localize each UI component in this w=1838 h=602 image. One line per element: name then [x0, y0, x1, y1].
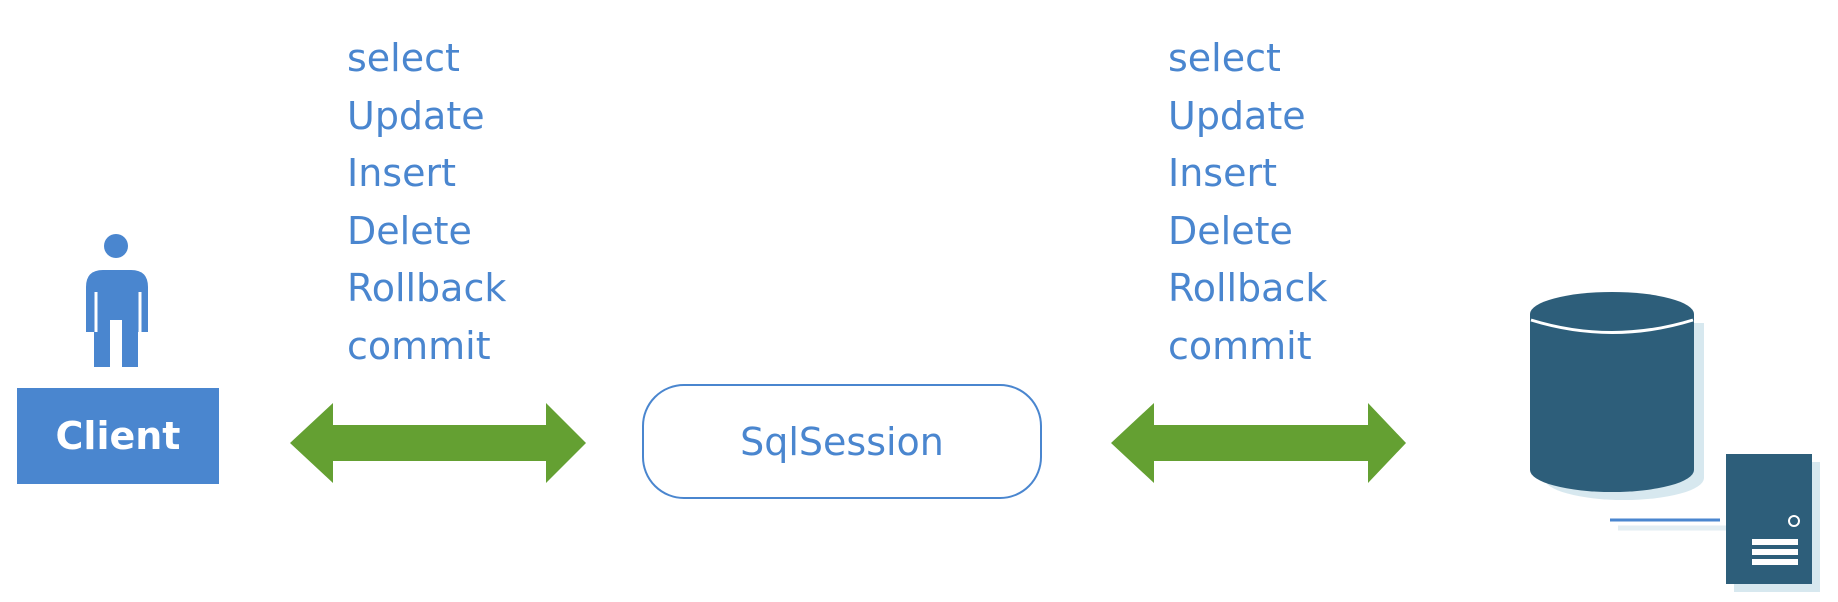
operation-label: Insert	[347, 151, 456, 195]
operation-label: Update	[1168, 93, 1306, 138]
server-drive-slot	[1752, 559, 1798, 565]
sql-session-box: SqlSession	[642, 384, 1042, 499]
client-box: Client	[17, 388, 219, 484]
operation-label: Delete	[347, 208, 472, 253]
client-session-arrow	[290, 403, 586, 483]
server-drive-slot	[1752, 539, 1798, 545]
operation-label: Delete	[1168, 208, 1293, 253]
operation-label: select	[1168, 36, 1281, 80]
person-arm-lines	[94, 292, 142, 332]
database-server-icon	[1530, 292, 1820, 592]
database-cylinder-top	[1530, 292, 1694, 336]
database-operation-list: select Update Insert Delete Rollback com…	[1168, 30, 1327, 375]
operation-label: Insert	[1168, 151, 1277, 195]
database-cylinder-body	[1530, 314, 1694, 492]
person-body	[86, 270, 148, 367]
operation-label: Rollback	[1168, 266, 1328, 310]
operation-label: commit	[1168, 323, 1312, 368]
operation-label: select	[347, 36, 460, 80]
person-head	[104, 234, 128, 258]
server-power-indicator	[1788, 515, 1800, 527]
database-rim-line	[1530, 318, 1694, 334]
person-icon	[86, 234, 148, 367]
operation-label: Update	[347, 93, 485, 138]
server-drive-slot	[1752, 549, 1798, 555]
client-operation-list: select Update Insert Delete Rollback com…	[347, 30, 506, 375]
operation-label: commit	[347, 323, 491, 368]
operation-label: Rollback	[347, 266, 507, 310]
session-database-arrow	[1111, 403, 1406, 483]
